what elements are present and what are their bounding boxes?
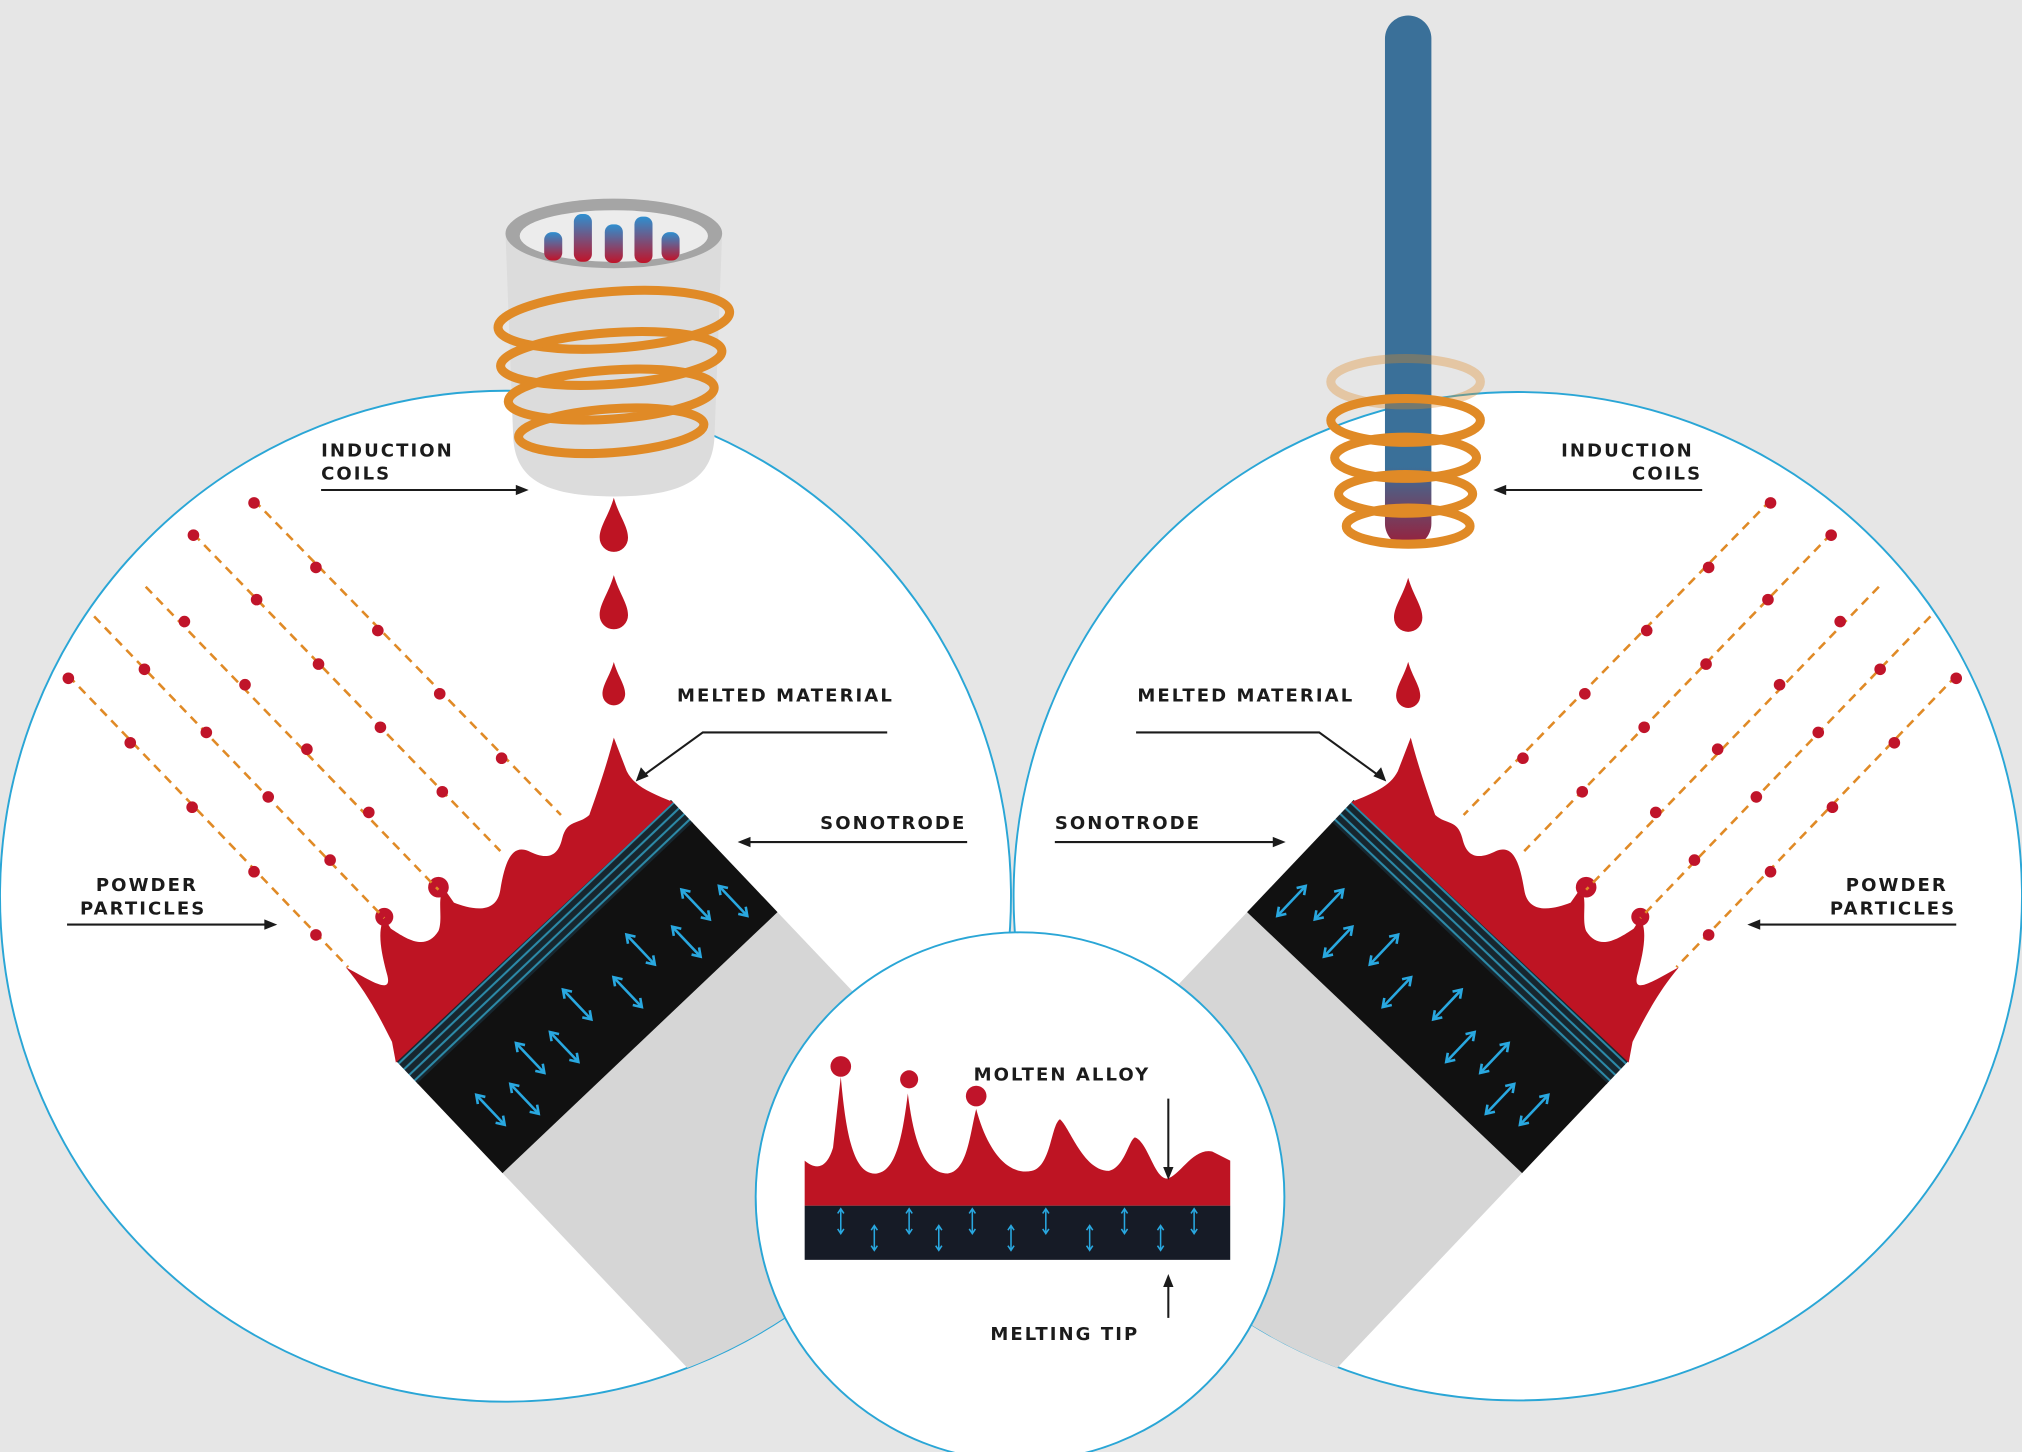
label-powder-particles-right: POWDER PARTICLES [1830, 875, 1956, 919]
melting-tip-plate [804, 1205, 1231, 1260]
label-molten-alloy: MOLTEN ALLOY [974, 1065, 1151, 1086]
molten-alloy-layer [804, 1056, 1231, 1206]
label-melting-tip: MELTING TIP [990, 1324, 1139, 1345]
label-powder-particles-left: POWDER PARTICLES [80, 875, 206, 919]
label-melted-material-right: MELTED MATERIAL [1137, 685, 1354, 706]
induction-coil-icon-left [493, 285, 735, 459]
label-melted-material-left: MELTED MATERIAL [677, 685, 894, 706]
label-sonotrode-left: SONOTRODE [820, 813, 966, 834]
label-induction-coils-right: INDUCTION COILS [1561, 440, 1702, 484]
induction-coil-icon-right [1326, 353, 1485, 549]
label-sonotrode-right: SONOTRODE [1055, 813, 1201, 834]
label-pointers [67, 484, 1957, 1318]
label-induction-coils-left: INDUCTION COILS [321, 440, 462, 484]
feed-rod-icon [1384, 15, 1432, 547]
